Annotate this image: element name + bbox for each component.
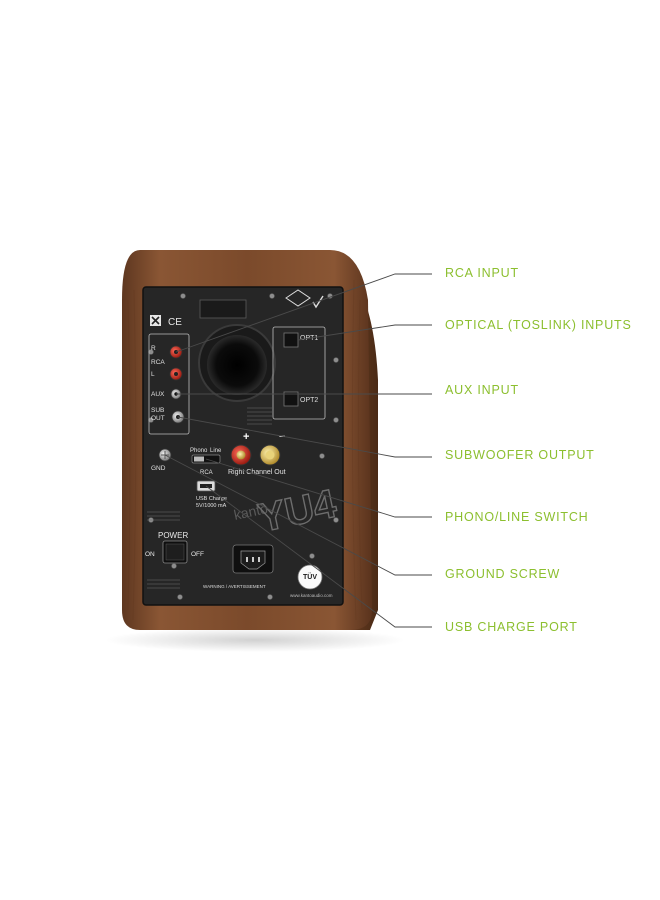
power-switch-icon[interactable] <box>162 540 188 564</box>
callout-usb-charge-port: USB CHARGE PORT <box>445 620 578 634</box>
floor-shadow <box>105 628 405 652</box>
callout-phono-line-switch: PHONO/LINE SWITCH <box>445 510 589 524</box>
right-channel-out-label: Right Channel Out <box>228 469 286 476</box>
rcm-tick-icon <box>285 289 324 309</box>
leader-lines <box>164 273 432 628</box>
phono-label: Phono <box>190 448 208 454</box>
line-label: Line <box>210 448 222 454</box>
minus-mark: − <box>279 431 285 443</box>
usb-spec-label: 5V/1000 mA <box>196 503 227 509</box>
callout-aux-input: AUX INPUT <box>445 383 519 397</box>
ce-mark-icon: CE <box>168 317 182 328</box>
website-label: www.kantoaudio.com <box>290 593 333 598</box>
warning-label: WARNING / AVERTISSEMENT <box>203 584 266 589</box>
callout-optical-inputs: OPTICAL (TOSLINK) INPUTS <box>445 318 632 332</box>
callout-rca-input: RCA INPUT <box>445 266 519 280</box>
sub-out-label-2: OUT <box>151 415 165 422</box>
brand-mark: kanto <box>232 500 269 523</box>
close-icon <box>150 315 161 326</box>
on-label: ON <box>145 551 155 558</box>
panel-screws <box>148 293 339 600</box>
fine-print <box>147 407 272 589</box>
optical-port-2[interactable] <box>283 391 299 407</box>
jack-rca-label: RCA <box>151 359 165 366</box>
wood-grain <box>127 279 363 621</box>
power-label: POWER <box>158 531 188 540</box>
sub-out-label-1: SUB <box>151 407 164 414</box>
off-label: OFF <box>191 551 204 558</box>
iec-socket-icon[interactable] <box>232 544 274 574</box>
svg-text:TÜV: TÜV <box>303 572 317 581</box>
bass-port <box>198 324 276 402</box>
gnd-label: GND <box>151 465 166 472</box>
rca-under-label: RCA <box>200 470 213 476</box>
usb-charge-label: USB Charge <box>196 496 227 502</box>
callout-subwoofer-output: SUBWOOFER OUTPUT <box>445 448 595 462</box>
jack-l-label: L <box>151 371 155 378</box>
jack-r-label: R <box>151 345 156 352</box>
opt2-label: OPT2 <box>300 397 318 404</box>
optical-port-1[interactable] <box>283 332 299 348</box>
aux-label: AUX <box>151 391 165 398</box>
plus-mark: + <box>243 431 249 443</box>
tuv-badge-icon: TÜV <box>297 564 323 590</box>
label-placeholder <box>199 299 247 319</box>
callout-ground-screw: GROUND SCREW <box>445 567 561 581</box>
optical-input-frame <box>272 326 326 420</box>
input-frame <box>148 333 190 435</box>
